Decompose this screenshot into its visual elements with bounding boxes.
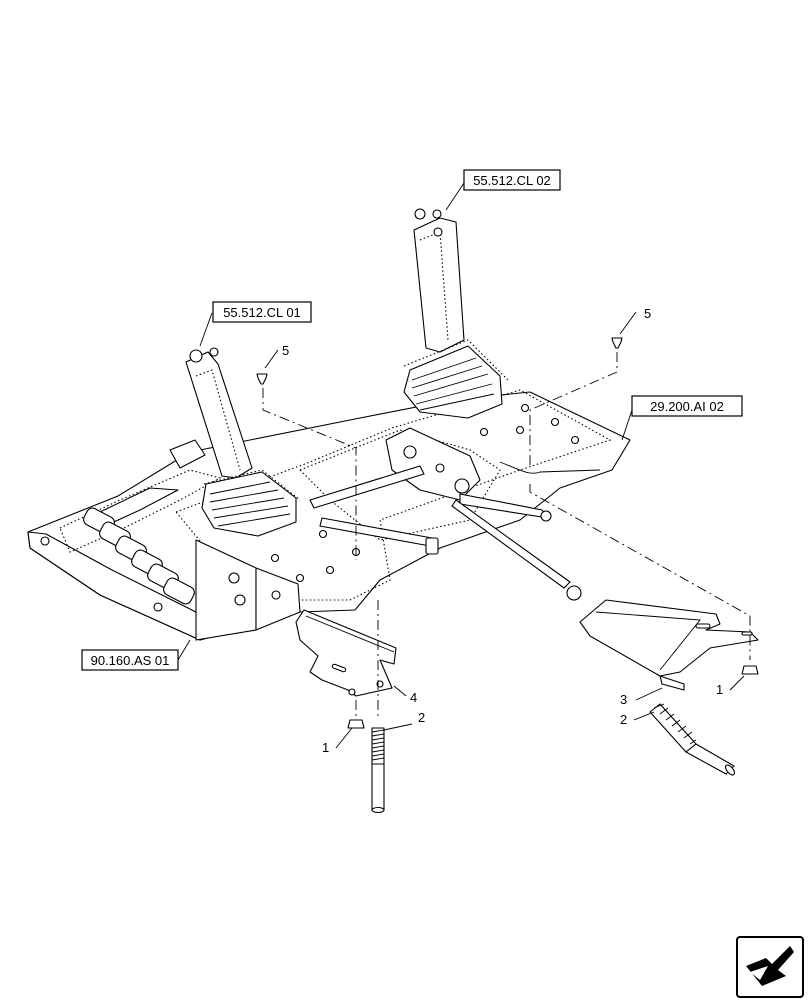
screw-part-5-right: [611, 337, 623, 349]
bracket-part-4: [295, 609, 397, 697]
ref-label-55-512-cl-01: 55.512.CL 01: [223, 305, 301, 320]
assembly-lines: [262, 352, 751, 720]
callout-5-right: 5: [644, 306, 651, 321]
foot-pads: [83, 507, 195, 605]
callout-2-right: 2: [620, 712, 627, 727]
ref-box-55-512-cl-01[interactable]: 55.512.CL 01: [212, 301, 312, 323]
left-joystick: [185, 347, 301, 537]
nut-part-1-left: [347, 719, 365, 729]
ref-box-29-200-ai-02[interactable]: 29.200.AI 02: [631, 395, 743, 417]
ref-label-29-200-ai-02: 29.200.AI 02: [650, 399, 724, 414]
callout-1-right: 1: [716, 682, 723, 697]
linkage-assembly: [309, 427, 601, 601]
console-base: [27, 391, 631, 641]
lower-bracket: [195, 539, 301, 641]
ref-box-90-160-as-01[interactable]: 90.160.AS 01: [81, 649, 179, 671]
ref-label-90-160-as-01: 90.160.AS 01: [91, 653, 170, 668]
callout-2-left: 2: [418, 710, 425, 725]
right-joystick: [403, 208, 509, 419]
arrow-navigation-icon[interactable]: [736, 936, 804, 998]
ref-label-55-512-cl-02: 55.512.CL 02: [473, 173, 551, 188]
bracket-part-3: [579, 599, 759, 691]
spring-part-2-right: [649, 703, 736, 776]
callout-1-left: 1: [322, 740, 329, 755]
spring-part-2-left: [371, 727, 385, 814]
callout-5-left: 5: [282, 343, 289, 358]
callout-4: 4: [410, 690, 417, 705]
callout-3: 3: [620, 692, 627, 707]
nut-part-1-right: [741, 665, 759, 675]
ref-box-55-512-cl-02[interactable]: 55.512.CL 02: [463, 169, 561, 191]
screw-part-5-left: [256, 373, 268, 385]
leader-lines: [177, 182, 745, 749]
